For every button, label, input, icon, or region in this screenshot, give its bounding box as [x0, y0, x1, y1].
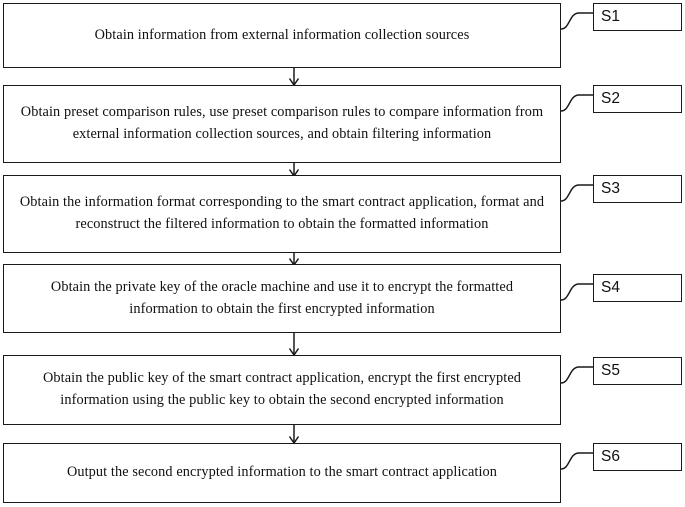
- connector-s4: [560, 283, 593, 301]
- tag-box-s6[interactable]: S6: [593, 443, 682, 471]
- tag-box-s3[interactable]: S3: [593, 175, 682, 203]
- arrow-s4-s5: [288, 333, 300, 357]
- tag-box-s1[interactable]: S1: [593, 3, 682, 31]
- step-text-s5: Obtain the public key of the smart contr…: [42, 370, 522, 408]
- tag-label-s5: S5: [601, 362, 620, 380]
- connector-s3: [560, 184, 593, 202]
- tag-box-s4[interactable]: S4: [593, 274, 682, 302]
- step-text-s3: Obtain the information format correspond…: [19, 194, 545, 232]
- step-box-s3[interactable]: Obtain the information format correspond…: [3, 175, 561, 253]
- tag-label-s3: S3: [601, 180, 620, 198]
- connector-s5: [560, 366, 593, 384]
- arrow-s5-s6: [288, 425, 300, 445]
- step-box-s6[interactable]: Output the second encrypted information …: [3, 443, 561, 503]
- tag-label-s2: S2: [601, 90, 620, 108]
- tag-label-s4: S4: [601, 279, 620, 297]
- tag-label-s1: S1: [601, 8, 620, 26]
- step-box-s5[interactable]: Obtain the public key of the smart contr…: [3, 355, 561, 425]
- step-text-s1: Obtain information from external informa…: [94, 26, 470, 43]
- connector-s6: [560, 452, 593, 470]
- step-box-s1[interactable]: Obtain information from external informa…: [3, 3, 561, 68]
- step-text-s4: Obtain the private key of the oracle mac…: [50, 278, 514, 317]
- arrow-s1-s2: [288, 68, 300, 87]
- tag-box-s5[interactable]: S5: [593, 357, 682, 385]
- connector-s2: [560, 94, 593, 112]
- tag-label-s6: S6: [601, 448, 620, 466]
- step-text-s6: Output the second encrypted information …: [66, 464, 498, 481]
- connector-s1: [560, 12, 593, 30]
- tag-box-s2[interactable]: S2: [593, 85, 682, 113]
- step-text-s2: Obtain preset comparison rules, use pres…: [20, 104, 544, 142]
- step-box-s2[interactable]: Obtain preset comparison rules, use pres…: [3, 85, 561, 163]
- step-box-s4[interactable]: Obtain the private key of the oracle mac…: [3, 264, 561, 333]
